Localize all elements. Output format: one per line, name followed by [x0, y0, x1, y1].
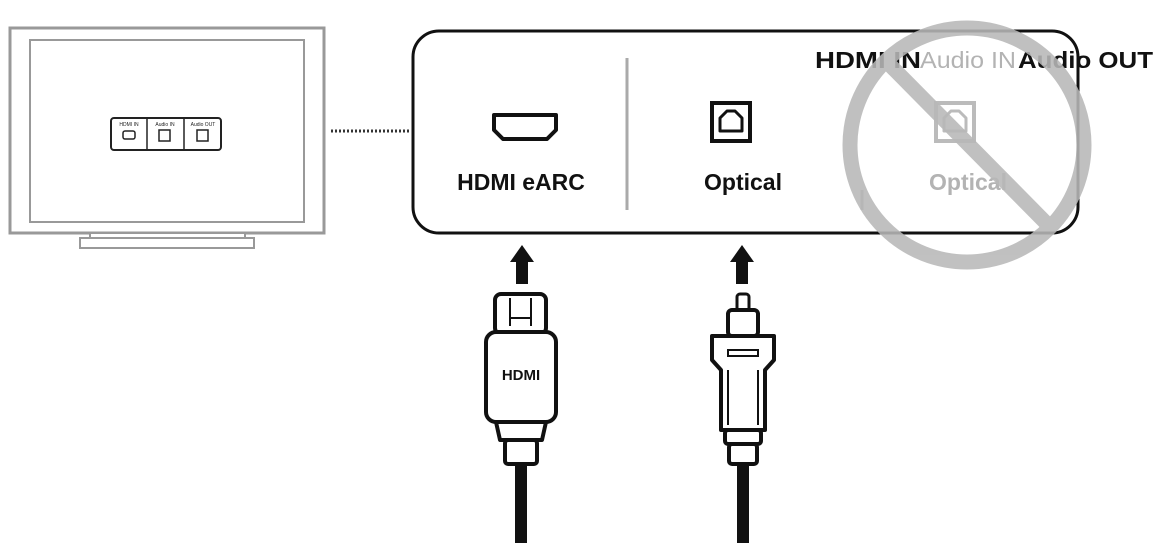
- tv-port-label-hdmi: HDMI IN: [119, 122, 139, 128]
- hdmi-port-icon: [492, 113, 558, 141]
- hdmi-plug-tip: [493, 292, 548, 336]
- tv-stand: [79, 237, 255, 249]
- hdmi-cable-label: HDMI: [502, 367, 540, 384]
- tv-hdmi-port-icon: [122, 130, 136, 140]
- prohibited-icon: [842, 20, 1092, 270]
- optical-cable: [710, 292, 776, 543]
- hdmi-cable-wire: [515, 464, 527, 543]
- tv-port-label-audio-in: Audio IN: [155, 122, 175, 128]
- hdmi-earc-label: HDMI eARC: [457, 169, 585, 195]
- arrow-up-icon: [730, 245, 754, 284]
- tv-optical-out-port-icon: [196, 129, 209, 142]
- tv-port-label-audio-out: Audio OUT: [191, 122, 216, 128]
- hdmi-earc-port: HDMI eARC: [457, 113, 585, 195]
- optical-cable-wire: [737, 464, 749, 543]
- arrow-up-icon: [510, 245, 534, 284]
- optical-in-port: Optical: [704, 101, 782, 195]
- tv-optical-port-icon: [158, 129, 171, 142]
- tv-port-panel-frame: [110, 117, 222, 151]
- hdmi-cable: HDMI: [484, 292, 558, 543]
- tv-port-panel: HDMI IN Audio IN Audio OUT: [110, 117, 222, 151]
- optical-port-icon: [710, 101, 752, 143]
- tv-illustration: HDMI IN Audio IN Audio OUT: [8, 26, 326, 249]
- optical-label: Optical: [704, 169, 782, 195]
- audio-in-heading: Audio IN: [920, 47, 1016, 73]
